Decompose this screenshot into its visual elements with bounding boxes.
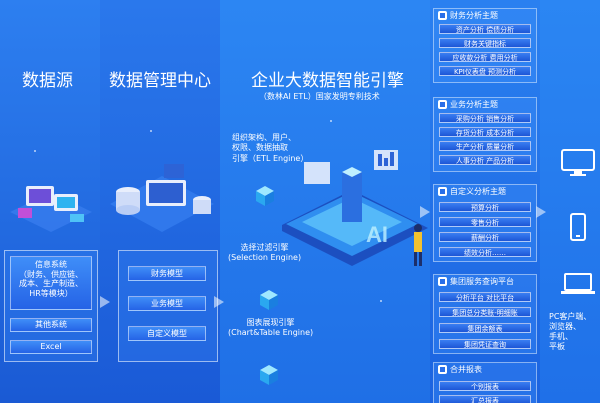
- arrow-model-to-engine: [214, 296, 224, 308]
- analysis-group-consolidated: 合并报表 个别报表 汇总报表: [433, 362, 537, 403]
- group-header: 集团服务查询平台: [434, 275, 536, 288]
- decoration-dot: [34, 150, 36, 152]
- title-engine: 企业大数据智能引擎: [251, 71, 404, 90]
- business-model-box: 业务模型: [128, 296, 206, 311]
- svg-text:AI: AI: [366, 222, 388, 247]
- decoration-dot: [330, 120, 332, 122]
- analysis-item: 集团凭证查询: [439, 339, 531, 349]
- analysis-item: 薪酬分析: [439, 232, 531, 242]
- selection-engine-label: 选择过滤引擎 (Selection Engine): [228, 243, 302, 263]
- chart-icon: [438, 11, 447, 20]
- engine-subtitle: （数林AI ETL）国家发明专利技术: [259, 92, 380, 101]
- analysis-group-custom: 自定义分析主题 预算分析 零售分析 薪酬分析 绩效分析……: [433, 184, 537, 262]
- excel-box: Excel: [10, 340, 92, 354]
- analysis-item: 集团余额表: [439, 323, 531, 333]
- decoration-dot: [150, 130, 152, 132]
- monitor-icon: [561, 149, 595, 176]
- phone-icon: [570, 213, 586, 241]
- title-data-source: 数据源: [22, 71, 73, 90]
- other-systems-box: 其他系统: [10, 318, 92, 332]
- group-header: 业务分析主题: [434, 98, 536, 111]
- chart-icon: [438, 277, 447, 286]
- etl-engine-label: 组织架构、用户、 权限、数据抽取 引擎（ETL Engine）: [232, 133, 309, 163]
- analysis-group-query-platform: 集团服务查询平台 分析平台 对比平台 集团总分类账-明细账 集团余额表 集团凭证…: [433, 274, 537, 354]
- arrow-analysis-to-clients: [536, 206, 546, 218]
- analysis-item: 个别报表: [439, 381, 531, 391]
- analysis-item: 资产分析 偿债分析: [439, 24, 531, 34]
- analysis-group-finance: 财务分析主题 资产分析 偿债分析 财务关键指标 应收款分析 费用分析 KPI仪表…: [433, 8, 537, 83]
- arrow-source-to-model: [100, 296, 110, 308]
- chart-icon: [438, 365, 447, 374]
- analysis-item: 分析平台 对比平台: [439, 292, 531, 302]
- info-system-box: 信息系统 （财务、供应链、 成本、生产制造、 HR等模块）: [10, 256, 92, 310]
- chart-icon: [438, 100, 447, 109]
- analysis-item: 生产分析 质量分析: [439, 141, 531, 151]
- decoration-dot: [380, 300, 382, 302]
- analysis-group-business: 业务分析主题 采购分析 销售分析 存货分析 成本分析 生产分析 质量分析 人事分…: [433, 97, 537, 172]
- analysis-item: 存货分析 成本分析: [439, 127, 531, 137]
- analysis-item: 财务关键指标: [439, 38, 531, 48]
- analysis-item: 零售分析: [439, 217, 531, 227]
- column-clients: [540, 0, 600, 403]
- ai-engine-illustration: AI: [282, 150, 428, 266]
- group-header: 自定义分析主题: [434, 185, 536, 198]
- group-header: 财务分析主题: [434, 9, 536, 22]
- analysis-item: 集团总分类账-明细账: [439, 307, 531, 317]
- analysis-item: KPI仪表盘 预测分析: [439, 66, 531, 76]
- arrow-engine-to-analysis: [420, 206, 430, 218]
- engine-cube-icon: [256, 186, 274, 206]
- data-source-illustration: [10, 186, 92, 232]
- laptop-icon: [561, 273, 595, 294]
- chart-engine-label: 图表展现引擎 (Chart&Table Engine): [228, 318, 314, 338]
- analysis-item: 采购分析 销售分析: [439, 113, 531, 123]
- group-header: 合并报表: [434, 363, 536, 376]
- analysis-item: 应收款分析 费用分析: [439, 52, 531, 62]
- finance-model-box: 财务模型: [128, 266, 206, 281]
- client-types-label: PC客户端、 浏览器、 手机、 平板: [549, 312, 592, 351]
- analysis-item: 绩效分析……: [439, 247, 531, 257]
- analysis-item: 汇总报表: [439, 395, 531, 403]
- custom-model-box: 自定义模型: [128, 326, 206, 341]
- title-data-management: 数据管理中心: [109, 71, 211, 90]
- data-management-illustration: [110, 164, 214, 232]
- engine-cube-icon: [260, 365, 278, 385]
- chart-icon: [438, 187, 447, 196]
- analysis-item: 预算分析: [439, 202, 531, 212]
- engine-cube-icon: [260, 290, 278, 310]
- analysis-item: 人事分析 产品分析: [439, 155, 531, 165]
- column-engine: [220, 0, 430, 403]
